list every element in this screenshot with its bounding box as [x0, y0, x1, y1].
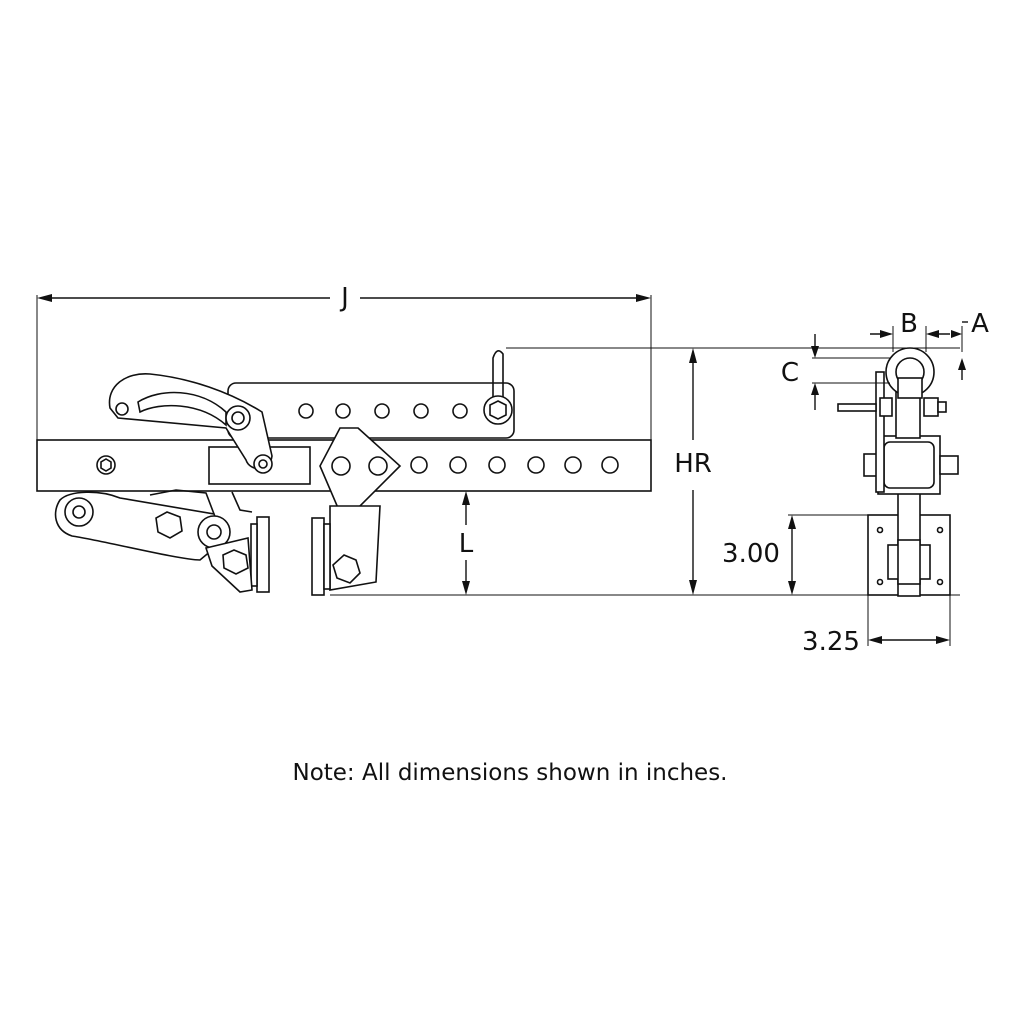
- dimension-J: J: [36, 283, 652, 440]
- dimension-L: L: [459, 491, 474, 595]
- beam-holes: [410, 456, 619, 474]
- end-view: B A C 3.00: [722, 309, 989, 657]
- dimensions-note: Note: All dimensions shown in inches.: [292, 760, 727, 786]
- dimension-height: 3.00: [722, 514, 868, 595]
- dimension-label-J: J: [339, 283, 349, 313]
- dimension-HR: HR: [330, 347, 960, 596]
- upper-bar-holes: [298, 403, 468, 419]
- dimension-B: B: [870, 309, 950, 352]
- dimension-label-HR: HR: [674, 449, 712, 479]
- upper-bar: [227, 382, 515, 439]
- dimension-label-L: L: [459, 529, 474, 559]
- diamond-clamp: [319, 427, 402, 591]
- dimension-label-B: B: [900, 309, 918, 339]
- dimension-label-C: C: [781, 358, 799, 388]
- dimension-A: A: [951, 309, 989, 352]
- side-view: J HR L: [36, 283, 960, 596]
- locking-pin: [483, 350, 513, 425]
- dimension-label-A: A: [971, 309, 989, 339]
- lower-linkage: [54, 489, 253, 593]
- dimension-C: C: [781, 334, 966, 410]
- cam-arm: [108, 373, 273, 474]
- dimension-label-300: 3.00: [722, 539, 780, 569]
- right-clamp-pad: [311, 517, 331, 596]
- dimension-width: 3.25: [802, 595, 951, 657]
- left-clamp-pad: [250, 516, 270, 593]
- dimension-label-325: 3.25: [802, 627, 860, 657]
